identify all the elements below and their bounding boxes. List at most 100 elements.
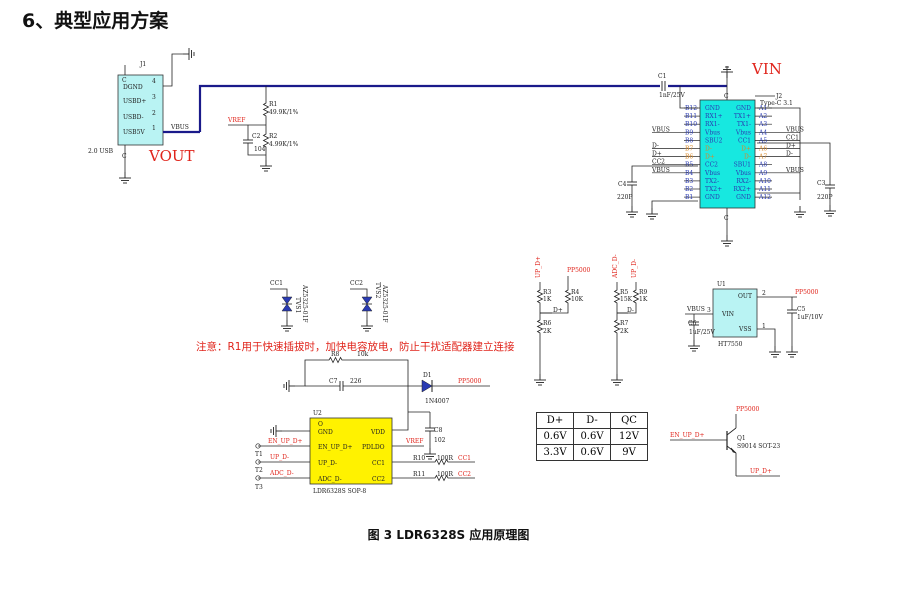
r10-ref: R10 <box>413 455 425 462</box>
typec-net-label: VBUS <box>785 167 804 174</box>
usb-a-pin-dgnd: DGND <box>123 84 143 91</box>
typec-pad-label: B6 <box>685 154 693 161</box>
typec-net-label: D+ <box>652 151 662 158</box>
u1-pin-vss: VSS <box>738 326 751 333</box>
u2-pin-cc1: CC1 <box>372 460 385 467</box>
r4-ref: R4 <box>571 289 580 296</box>
dp-divider: UP_D+ R3 1K R6 2K PP5000 R4 10K D+ <box>533 256 591 386</box>
table-row: 0.6V 0.6V 12V <box>536 428 648 445</box>
u2-pin-cc2: CC2 <box>372 476 385 483</box>
design-note: 注意：R1用于快速插拔时，加快电容放电，防止干扰适配器建立连接 <box>196 341 515 353</box>
typec-pad-label: B2 <box>685 186 693 193</box>
typec-pin-name: TX2- <box>705 178 719 185</box>
transistor-q1: PP5000 EN_UP_D+ Q1 S9014 SOT-23 UP_D+ <box>670 406 780 477</box>
u1-num-vss: 1 <box>762 323 766 330</box>
r5-ref: R5 <box>620 289 629 296</box>
table-cell: 9V <box>610 444 648 461</box>
test-point-t2 <box>255 459 261 465</box>
net-adc-dm: ADC_D- <box>269 470 294 477</box>
typec-pin-name: SBU2 <box>705 137 723 144</box>
q1-ref: Q1 <box>737 435 746 442</box>
u2-net-cc1: CC1 <box>458 455 471 462</box>
usb-a-name: 2.0 USB <box>88 148 114 155</box>
pp5000-net: PP5000 <box>458 378 482 385</box>
tp-t2-label: T2 <box>255 467 263 474</box>
u2-pin-en: EN_UP_D+ <box>318 444 353 451</box>
u2-pin-adc: ADC_D- <box>317 476 342 483</box>
u1-in-net: VBUS <box>686 306 705 313</box>
typec-pin-name: D+ <box>741 146 751 153</box>
typec-pad-label: A12 <box>758 194 771 201</box>
table-header-cell: D- <box>573 412 611 429</box>
typec-ref-bottom: C <box>724 215 729 222</box>
ldr6328s-controller: R8 10k C7 226 D1 1N4007 PP5000 C8 102 U2… <box>255 351 490 495</box>
tvs1-part: AZ5325-01F <box>301 284 308 323</box>
typec-pin-name: RX1+ <box>705 113 723 120</box>
typec-pin-name: SBU1 <box>734 162 751 169</box>
q1-emitter-net: UP_D+ <box>750 468 772 475</box>
c3-value: 220P <box>817 194 833 201</box>
typec-pin-name: TX2+ <box>705 186 722 193</box>
typec-pin-name: GND <box>705 194 720 201</box>
dm-net-up: UP_D- <box>631 259 638 278</box>
typec-pad-label: B4 <box>685 170 693 177</box>
typec-pin-name: D- <box>744 154 751 161</box>
test-point-t3 <box>255 475 261 481</box>
typec-pad-label: B9 <box>685 129 693 136</box>
r2-ref: R2 <box>269 133 278 140</box>
vout-label: VOUT <box>148 147 195 165</box>
q1-collector-net: PP5000 <box>736 406 760 413</box>
c2-value: 104 <box>254 146 266 153</box>
u2-name: LDR6328S SOP-8 <box>313 488 366 495</box>
q1-part: S9014 SOT-23 <box>737 443 780 450</box>
u2-pin1-dot: O <box>318 421 323 428</box>
r1-ref: R1 <box>269 101 277 108</box>
usb-a-pin-num-2: 2 <box>152 110 156 117</box>
ldo-ht7550: U1 HT7550 VIN OUT VSS 3 2 1 VBUS C6 1uF/… <box>685 281 824 358</box>
typec-pin-name: CC2 <box>705 162 718 169</box>
vin-label: VIN <box>751 60 782 78</box>
d1-ref: D1 <box>423 372 432 379</box>
typec-pin-name: Vbus <box>704 129 720 136</box>
typec-pad-label: A8 <box>758 162 767 169</box>
typec-net-label: VBUS <box>651 126 670 133</box>
c3-ref: C3 <box>817 180 826 187</box>
u2-net-cc2: CC2 <box>458 471 471 478</box>
vref-divider: R1 49.9K/1% R2 4.99K/1% VREF C2 104 <box>227 86 299 172</box>
table-row: 3.3V 0.6V 9V <box>536 444 648 461</box>
typec-ref: J2 <box>775 93 782 100</box>
test-point-t1 <box>255 443 261 449</box>
typec-pad-label: A11 <box>758 186 771 193</box>
u1-out-net: PP5000 <box>795 289 819 296</box>
vref-net: VREF <box>227 117 245 124</box>
c5-value: 1uF/10V <box>797 314 824 321</box>
r1-value: 49.9K/1% <box>269 109 299 116</box>
r6-ref: R6 <box>543 320 552 327</box>
typec-net-label: D+ <box>786 143 796 150</box>
net-en-up-dp: EN_UP_D+ <box>268 438 303 445</box>
tvs2-part: AZ5325-01F <box>381 284 388 323</box>
typec-pad-label: B8 <box>685 137 693 144</box>
c4-ref: C4 <box>618 181 627 188</box>
typec-name: Type-C 3.1 <box>760 100 793 107</box>
dm-out: D- <box>627 307 634 314</box>
c7-value: 226 <box>350 378 362 385</box>
typec-pad-label: A2 <box>758 113 767 120</box>
u2-pin-vdd: VDD <box>370 429 385 436</box>
typec-net-label: CC2 <box>652 159 665 166</box>
dp-net-top: UP_D+ <box>535 256 542 278</box>
u1-name: HT7550 <box>718 341 743 348</box>
tvs1: CC1 TVS1 AZ5325-01F <box>270 280 308 332</box>
typec-net-label: D- <box>652 143 659 150</box>
typec-pad-label: B5 <box>685 162 693 169</box>
typec-pad-label: B7 <box>685 146 693 153</box>
typec-pin-name: RX2+ <box>733 186 751 193</box>
typec-pad-label: A9 <box>758 170 767 177</box>
r11-ref: R11 <box>413 471 425 478</box>
figure-caption: 图 3 LDR6328S 应用原理图 <box>367 528 530 542</box>
r2-value: 4.99K/1% <box>269 141 299 148</box>
r10-value: 100R <box>437 455 453 462</box>
r8-value: 10k <box>357 351 369 358</box>
